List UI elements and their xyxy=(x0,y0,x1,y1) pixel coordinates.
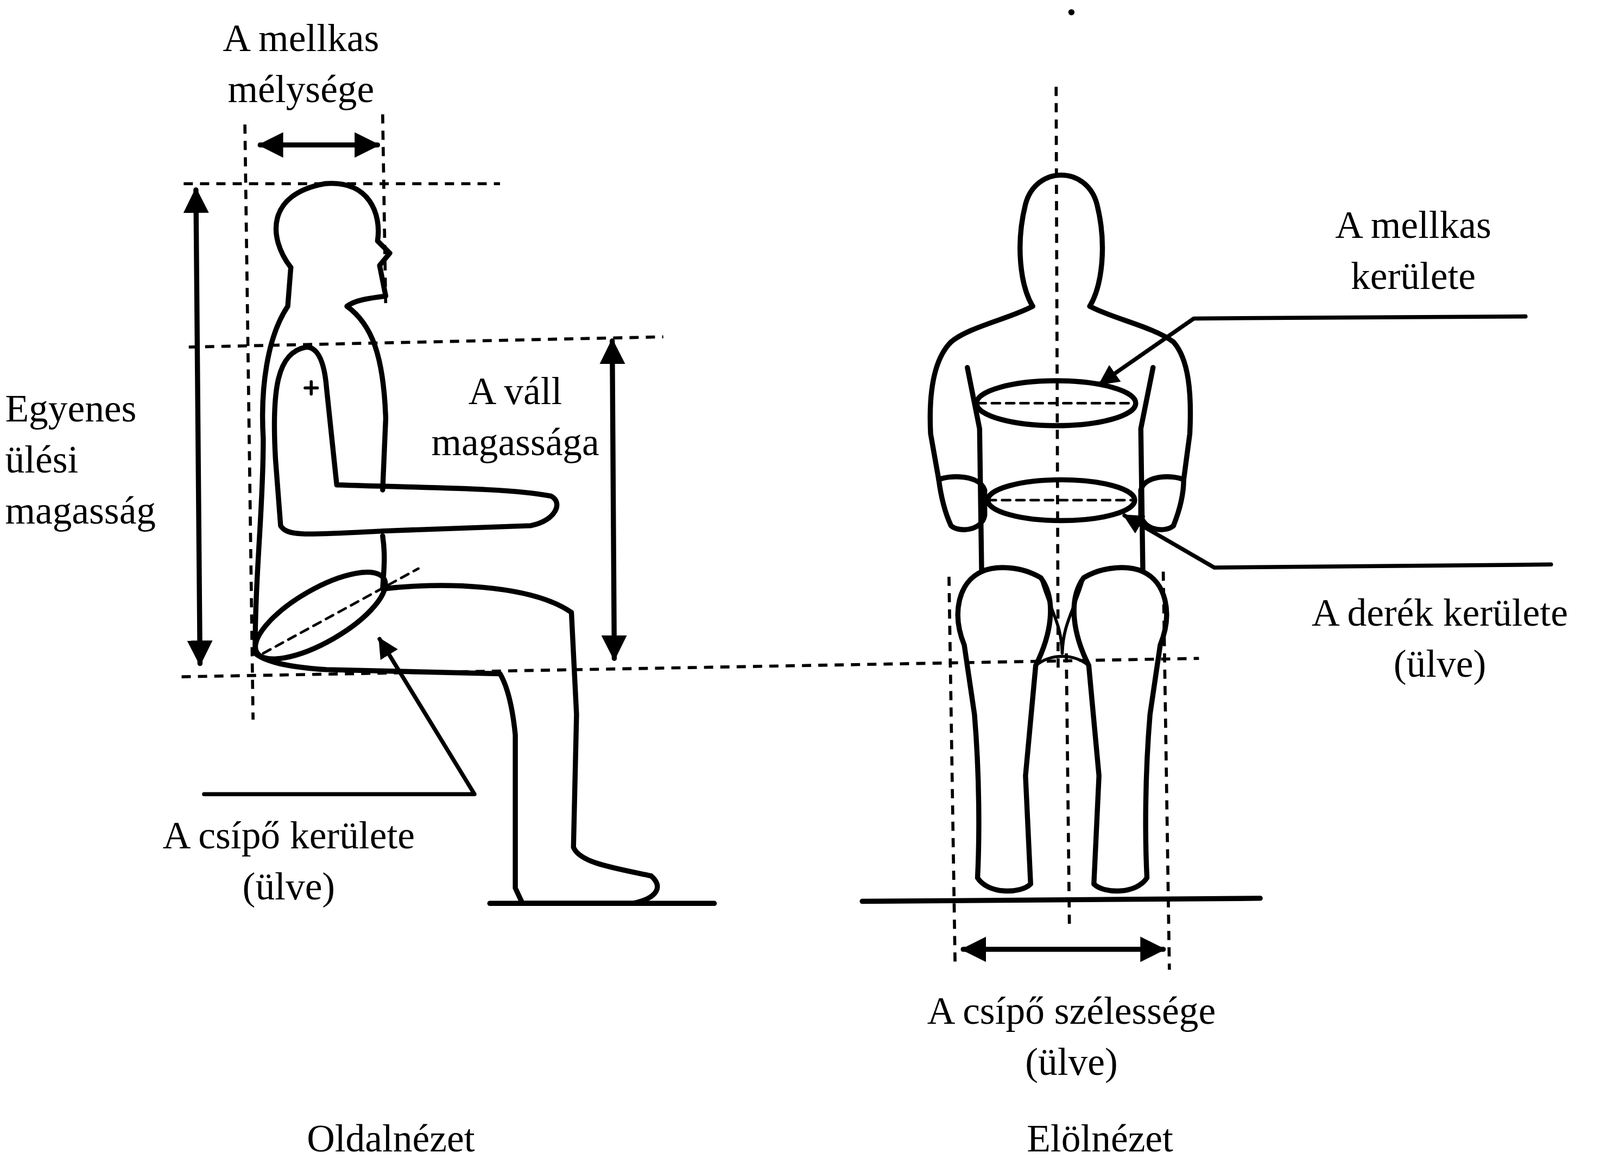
view-caption: Oldalnézet xyxy=(258,1112,524,1164)
label-text: A csípő kerülete (ülve) xyxy=(162,813,415,908)
dimension-label: A mellkas mélysége xyxy=(188,12,414,115)
callout-label: A mellkas kerülete xyxy=(1285,198,1541,301)
label-text: Oldalnézet xyxy=(306,1116,475,1160)
label-text: Egyenes ülési magasság xyxy=(4,386,156,532)
label-text: A derék kerülete (ülve) xyxy=(1311,590,1568,685)
callout-label: A derék kerülete (ülve) xyxy=(1285,586,1595,689)
dimension-label: A váll magassága xyxy=(413,365,618,468)
label-text: A mellkas mélysége xyxy=(223,16,380,111)
label-text: A váll magassága xyxy=(431,369,599,464)
view-caption: Elölnézet xyxy=(967,1112,1233,1164)
dimension-label: A csípő szélessége (ülve) xyxy=(887,984,1256,1087)
dimension-label: Egyenes ülési magasság xyxy=(4,382,194,536)
callout-label: A csípő kerülete (ülve) xyxy=(120,808,458,912)
label-text: Elölnézet xyxy=(1026,1116,1174,1160)
label-text: A mellkas kerülete xyxy=(1335,203,1492,297)
label-text: A csípő szélessége (ülve) xyxy=(927,988,1217,1083)
